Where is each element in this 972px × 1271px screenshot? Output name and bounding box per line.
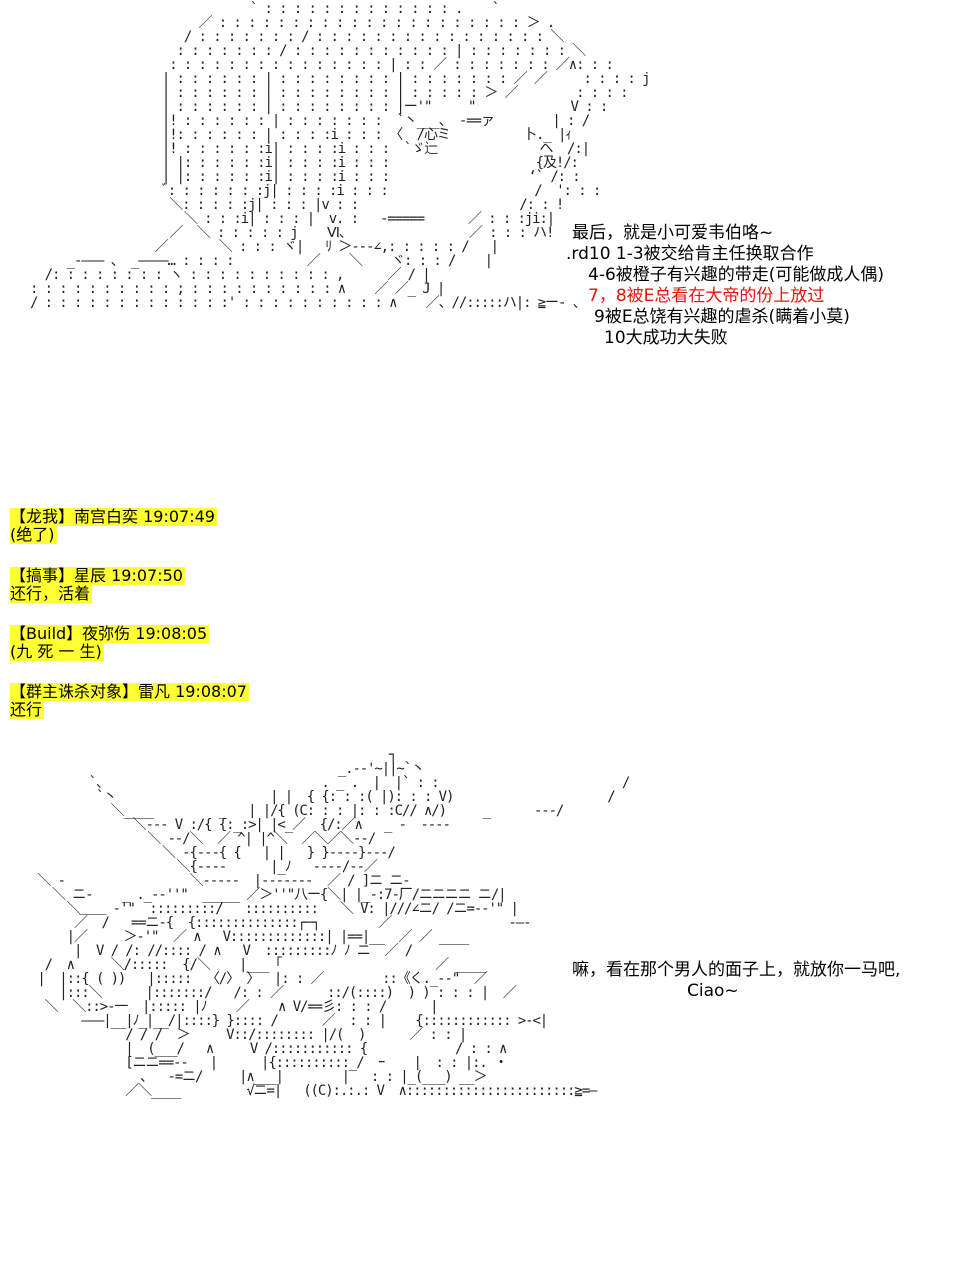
chat-text: (绝了) — [10, 525, 57, 544]
chat-header: 【搞事】星辰 19:07:50 — [10, 567, 185, 585]
chat-username: 【龙我】南宫白奕 — [10, 507, 139, 526]
chat-timestamp: 19:08:07 — [175, 682, 247, 701]
bottom-speech-line-2: Ciao~ — [687, 981, 739, 1001]
chat-text: 还行 — [10, 700, 45, 719]
chat-message: 【Build】夜弥伤 19:08:05 (九 死 一 生) — [10, 624, 210, 661]
chat-message: 【搞事】星辰 19:07:50 还行，活着 — [10, 567, 185, 603]
chat-text: 还行，活着 — [10, 584, 93, 603]
chat-message: 【群主诛杀对象】雷凡 19:08:07 还行 — [10, 683, 249, 719]
chat-timestamp: 19:07:50 — [111, 566, 183, 585]
chat-timestamp: 19:08:05 — [135, 624, 208, 643]
ascii-art-character-top: ` : : : : : : : : : : : : : . ` ／ : : : … — [29, 1, 651, 311]
chat-header: 【群主诛杀对象】雷凡 19:08:07 — [10, 683, 249, 701]
chat-header: 【龙我】南宫白奕 19:07:49 — [10, 508, 217, 526]
top-speech: 最后，就是小可爱韦伯咯~ .rd10 1-3被交给肯主任换取合作 4-6被橙子有… — [566, 223, 885, 349]
chat-message: 【龙我】南宫白奕 19:07:49 (绝了) — [10, 508, 217, 544]
top-speech-line-5: 9被E总饶有兴趣的虐杀(瞒着小莫) — [594, 307, 850, 327]
top-speech-line-3: 4-6被橙子有兴趣的带走(可能做成人偶) — [588, 265, 885, 285]
top-speech-line-2: .rd10 1-3被交给肯主任换取合作 — [566, 244, 814, 264]
chat-text: (九 死 一 生) — [10, 642, 104, 661]
bottom-speech-line-1: 嘛，看在那个男人的面子上，就放你一马吧, — [572, 960, 901, 980]
chat-header: 【Build】夜弥伤 19:08:05 — [10, 624, 210, 643]
chat-username: 【Build】夜弥伤 — [10, 624, 131, 643]
top-speech-line-6: 10大成功大失败 — [604, 328, 728, 348]
top-speech-line-4: 7，8被E总看在大帝的份上放过 — [588, 286, 825, 306]
ascii-art-character-bottom: ┐ _.-‐'~||~`丶 `、 . _ . | |` : : / `丶 | |… — [37, 747, 630, 1099]
chat-username: 【群主诛杀对象】雷凡 — [10, 682, 171, 701]
bottom-speech: 嘛，看在那个男人的面子上，就放你一马吧, Ciao~ — [572, 960, 900, 1002]
chat-username: 【搞事】星辰 — [10, 566, 107, 585]
chat-timestamp: 19:07:49 — [143, 507, 215, 526]
top-speech-line-1: 最后，就是小可爱韦伯咯~ — [572, 223, 774, 243]
